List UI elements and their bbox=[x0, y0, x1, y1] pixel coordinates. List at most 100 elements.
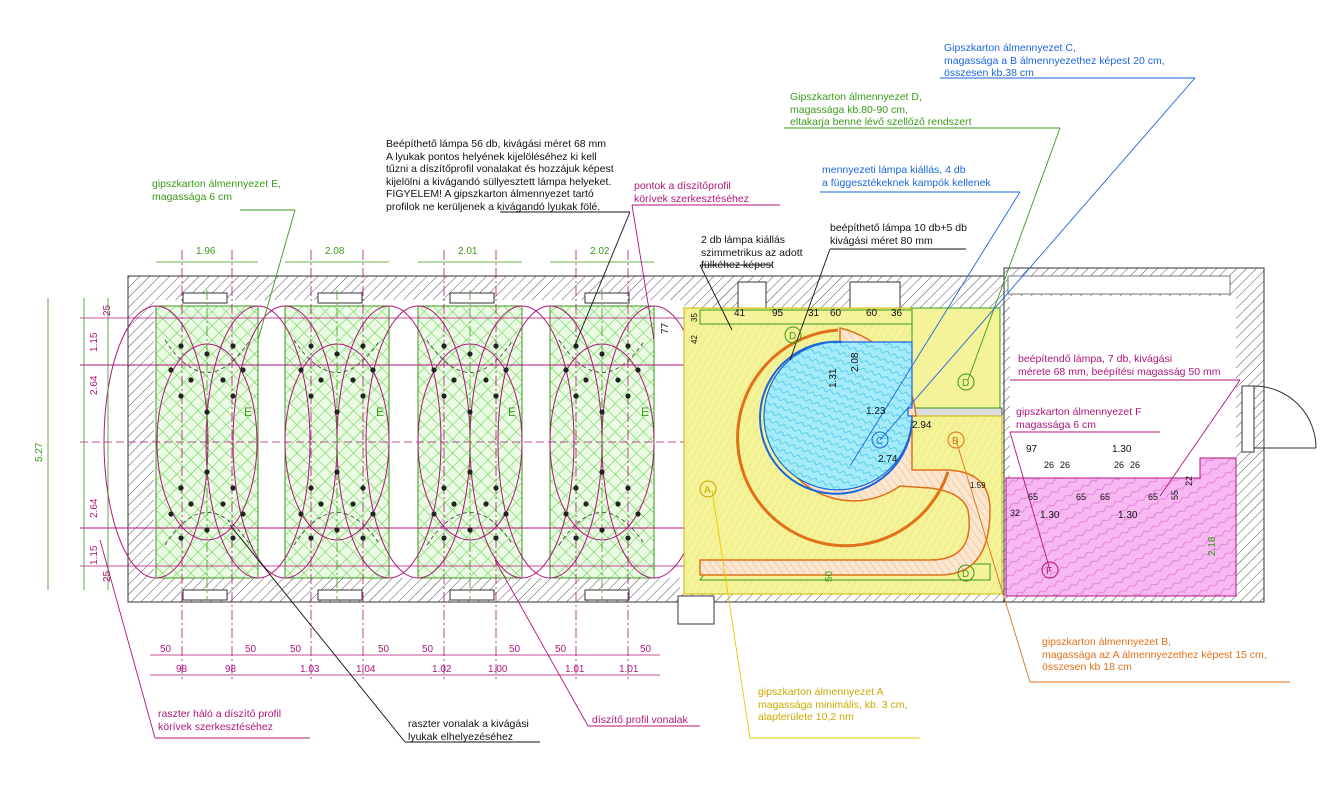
dim-60-b: 60 bbox=[866, 308, 878, 319]
lamp-point bbox=[483, 501, 489, 507]
left-25-a: 25 bbox=[102, 304, 113, 316]
lamp-point bbox=[188, 501, 194, 507]
bottom-big-3: 1.03 bbox=[300, 664, 320, 675]
note-raster-halo: raszter háló a díszítő profil körívek sz… bbox=[158, 708, 282, 733]
lamp-point bbox=[204, 409, 210, 415]
dim-26-c: 26 bbox=[1114, 460, 1124, 470]
lamp-point bbox=[240, 367, 246, 373]
lamp-point bbox=[615, 377, 621, 383]
lamp-point bbox=[334, 469, 340, 475]
lamp-point bbox=[334, 351, 340, 357]
dim-36: 36 bbox=[891, 308, 903, 319]
dim-26-a: 26 bbox=[1044, 460, 1054, 470]
lamp-point bbox=[441, 485, 447, 491]
note-ceiling-a: gipszkarton álmennyezet A magassága mini… bbox=[758, 686, 908, 723]
lamp-point bbox=[334, 527, 340, 533]
lamp-point bbox=[467, 409, 473, 415]
lamp-point bbox=[431, 367, 437, 373]
lamp-point bbox=[503, 367, 509, 373]
lamp-point bbox=[360, 485, 366, 491]
top-width-2: 2.08 bbox=[325, 246, 345, 257]
bottom-50-2: 50 bbox=[245, 644, 257, 655]
bottom-big-5: 1.02 bbox=[432, 664, 452, 675]
dim-130-a: 1.30 bbox=[1040, 510, 1060, 521]
note-pontok: pontok a díszítőprofil körívek szerkeszt… bbox=[634, 180, 749, 205]
lamp-point bbox=[599, 409, 605, 415]
bottom-big-1: 98 bbox=[176, 664, 188, 675]
zone-c-cyan bbox=[759, 340, 913, 495]
dim-159: 1.59 bbox=[970, 481, 986, 490]
lamp-point bbox=[451, 501, 457, 507]
note-ceiling-d: Gipszkarton álmennyezet D, magassága kb.… bbox=[790, 91, 972, 128]
lamp-point bbox=[625, 535, 631, 541]
dim-31: 31 bbox=[808, 308, 820, 319]
lamp-point bbox=[308, 343, 314, 349]
bottom-50-6: 50 bbox=[509, 644, 521, 655]
lamp-point bbox=[599, 469, 605, 475]
lamp-point bbox=[318, 377, 324, 383]
zone-letter-d1: D bbox=[789, 331, 796, 342]
zone-letter-d3: D bbox=[962, 569, 969, 580]
zone-letter-b: B bbox=[952, 436, 959, 447]
dim-60-a: 60 bbox=[830, 308, 842, 319]
bottom-big-2: 98 bbox=[225, 664, 237, 675]
lamp-point bbox=[493, 343, 499, 349]
zone-f-pink bbox=[1005, 457, 1237, 597]
lamp-point bbox=[625, 343, 631, 349]
note-ceiling-f: gipszkarton álmennyezet F magassága 6 cm bbox=[1016, 406, 1142, 431]
lamp-point bbox=[615, 501, 621, 507]
dim-95: 95 bbox=[772, 308, 784, 319]
lamp-point bbox=[308, 535, 314, 541]
lamp-point bbox=[230, 343, 236, 349]
bottom-50-7: 50 bbox=[555, 644, 567, 655]
dim-22: 22 bbox=[1184, 476, 1194, 486]
dim-123: 1.23 bbox=[866, 406, 886, 417]
dim-41: 41 bbox=[734, 308, 746, 319]
lamp-point bbox=[441, 393, 447, 399]
dim-274: 2.74 bbox=[878, 454, 898, 465]
left-half-2: 2.64 bbox=[89, 498, 100, 518]
top-width-3: 2.01 bbox=[458, 246, 478, 257]
lamp-point bbox=[370, 367, 376, 373]
dim-77: 77 bbox=[660, 322, 671, 334]
lamp-point bbox=[635, 367, 641, 373]
bottom-dimension-lines bbox=[150, 654, 660, 676]
lamp-point bbox=[178, 535, 184, 541]
note-lamp-56: Beépíthető lámpa 56 db, kivágási méret 6… bbox=[386, 138, 614, 213]
bottom-50-8: 50 bbox=[640, 644, 652, 655]
lamp-point bbox=[451, 377, 457, 383]
lamp-point bbox=[599, 527, 605, 533]
lamp-point bbox=[441, 535, 447, 541]
dim-65-a: 65 bbox=[1028, 492, 1038, 502]
top-width-4: 2.02 bbox=[590, 246, 610, 257]
bottom-big-6: 1.00 bbox=[488, 664, 508, 675]
bottom-50-5: 50 bbox=[422, 644, 434, 655]
lamp-point bbox=[168, 367, 174, 373]
lamp-point bbox=[230, 393, 236, 399]
note-ceiling-e: gipszkarton álmennyezet E, magassága 6 c… bbox=[152, 178, 281, 203]
raster-vertical-lines bbox=[181, 250, 629, 680]
top-width-1: 1.96 bbox=[196, 246, 216, 257]
dim-42: 42 bbox=[690, 335, 699, 344]
left-115-a: 1.15 bbox=[89, 332, 100, 352]
zone-letter-f: F bbox=[1046, 566, 1052, 577]
lamp-point bbox=[308, 393, 314, 399]
lamp-point bbox=[467, 527, 473, 533]
left-total-dim: 5.27 bbox=[34, 442, 45, 462]
note-ceiling-c: Gipszkarton álmennyezet C, magassága a B… bbox=[944, 42, 1165, 79]
lamp-point bbox=[441, 343, 447, 349]
lamp-point bbox=[318, 501, 324, 507]
lamp-point bbox=[467, 469, 473, 475]
lamp-point bbox=[298, 511, 304, 517]
lamp-point bbox=[204, 527, 210, 533]
dim-26-b: 26 bbox=[1060, 460, 1070, 470]
dim-65-b: 65 bbox=[1076, 492, 1086, 502]
zone-letter-c: C bbox=[876, 436, 883, 447]
lamp-point bbox=[204, 351, 210, 357]
lamp-point bbox=[625, 485, 631, 491]
note-lamp-7: beépítendő lámpa, 7 db, kivágási mérete … bbox=[1018, 353, 1221, 378]
lamp-point bbox=[240, 511, 246, 517]
lamp-point bbox=[350, 377, 356, 383]
lamp-point bbox=[204, 469, 210, 475]
